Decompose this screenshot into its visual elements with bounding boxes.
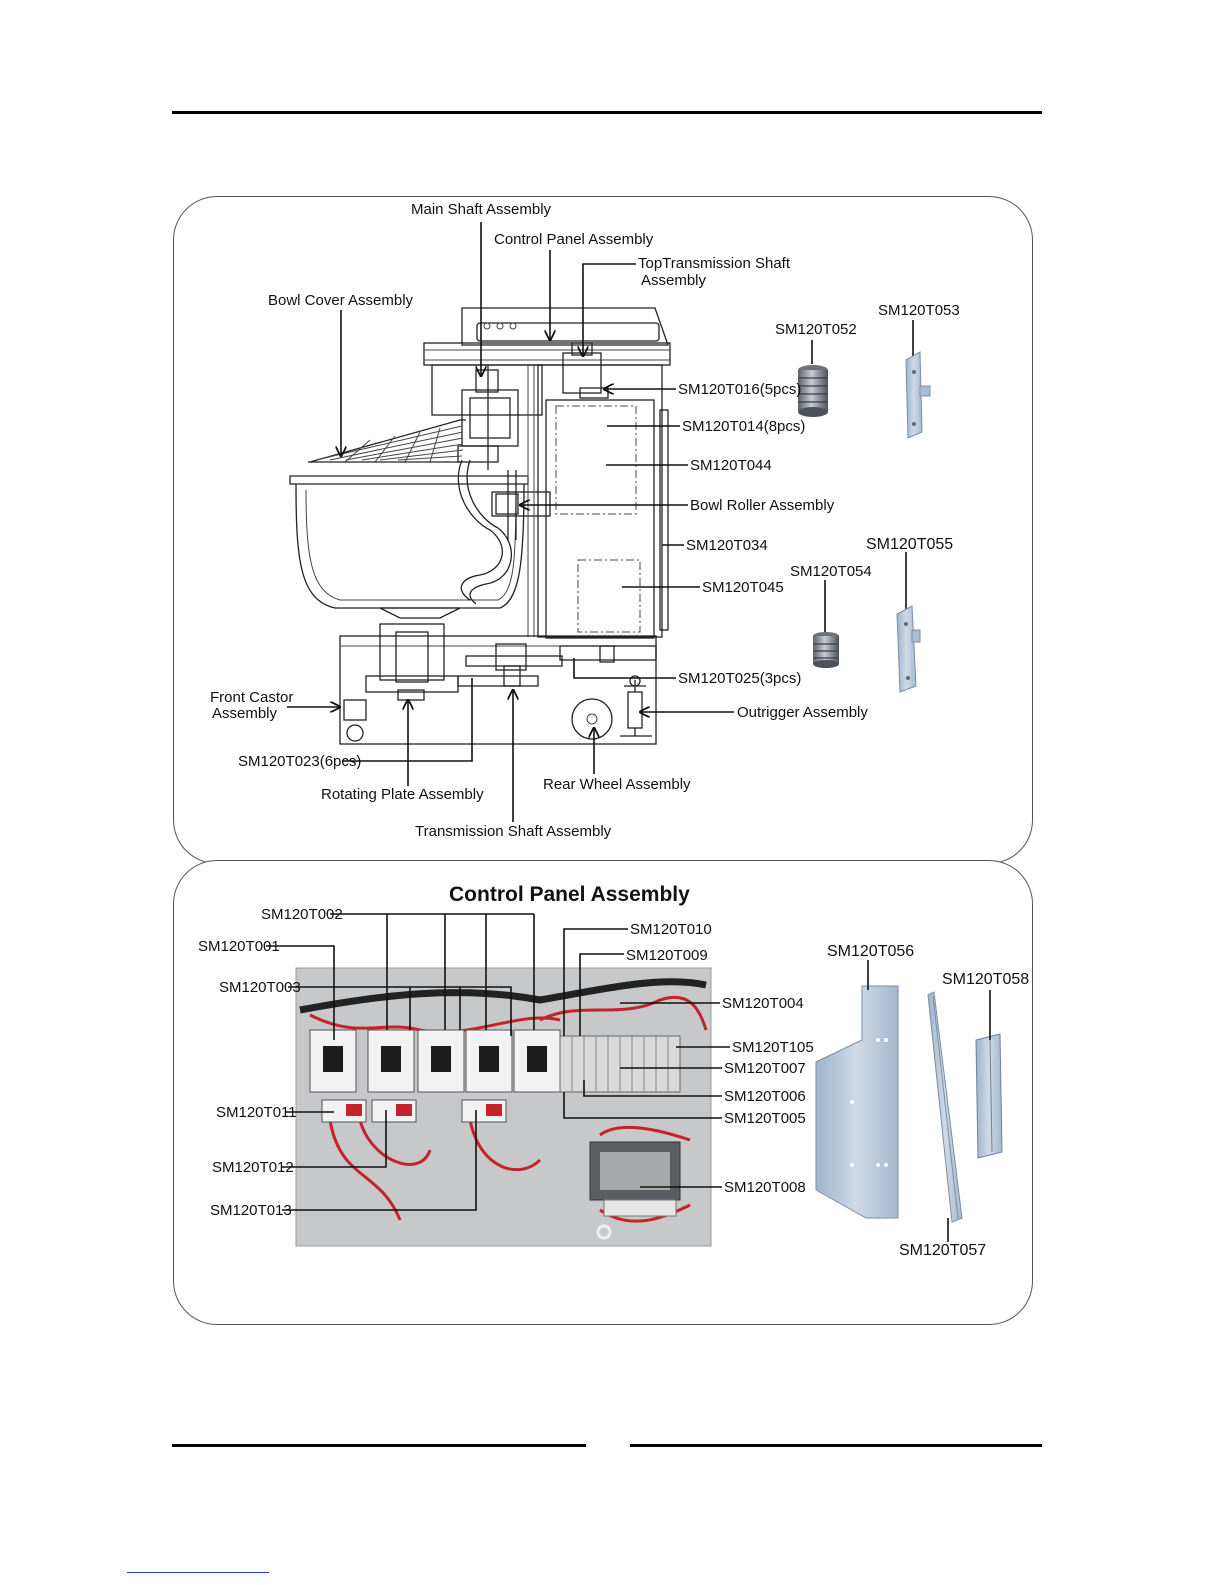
label-sm120t052: SM120T052 xyxy=(775,321,857,338)
t055-part xyxy=(896,605,921,693)
label-sm120t002: SM120T002 xyxy=(261,906,343,923)
label-sm120t006: SM120T006 xyxy=(724,1088,806,1105)
label-sm120t023: SM120T023(6pcs) xyxy=(238,753,361,770)
label-sm120t003: SM120T003 xyxy=(219,979,301,996)
label-sm120t004: SM120T004 xyxy=(722,995,804,1012)
label-sm120t013: SM120T013 xyxy=(210,1202,292,1219)
footer-rule-left xyxy=(172,1444,586,1447)
label-bowl-cover-assembly: Bowl Cover Assembly xyxy=(268,292,414,309)
label-sm120t053: SM120T053 xyxy=(878,302,960,319)
main-leaders xyxy=(287,222,914,822)
label-front-castor: Front Castor xyxy=(210,689,293,706)
label-top-transmission-assembly: Assembly xyxy=(641,272,707,289)
label-sm120t010: SM120T010 xyxy=(630,921,712,938)
t057-part xyxy=(927,991,963,1223)
t054-part xyxy=(813,632,839,668)
label-sm120t054: SM120T054 xyxy=(790,563,872,580)
label-sm120t014: SM120T014(8pcs) xyxy=(682,418,805,435)
label-front-castor-assembly: Assembly xyxy=(212,705,278,722)
control-panel-photo xyxy=(295,967,712,1247)
label-bowl-roller-assembly: Bowl Roller Assembly xyxy=(690,497,835,514)
footer-link-underline xyxy=(127,1572,269,1573)
header-rule xyxy=(172,111,1042,114)
label-sm120t016: SM120T016(5pcs) xyxy=(678,381,801,398)
label-rear-wheel-assembly: Rear Wheel Assembly xyxy=(543,776,691,793)
control-panel-leaders xyxy=(266,913,991,1242)
label-sm120t055: SM120T055 xyxy=(866,536,953,553)
control-panel-brackets xyxy=(815,985,1003,1223)
label-sm120t008: SM120T008 xyxy=(724,1179,806,1196)
label-sm120t057: SM120T057 xyxy=(899,1242,986,1259)
control-panel-title: Control Panel Assembly xyxy=(449,883,690,906)
label-sm120t011: SM120T011 xyxy=(216,1104,297,1121)
label-sm120t005: SM120T005 xyxy=(724,1110,806,1127)
label-sm120t009: SM120T009 xyxy=(626,947,708,964)
label-main-shaft-assembly: Main Shaft Assembly xyxy=(411,201,552,218)
label-sm120t045: SM120T045 xyxy=(702,579,784,596)
label-sm120t001: SM120T001 xyxy=(198,938,280,955)
label-rotating-plate-assembly: Rotating Plate Assembly xyxy=(321,786,484,803)
mixer-drawing xyxy=(289,307,671,745)
label-sm120t058: SM120T058 xyxy=(942,971,1029,988)
label-control-panel-assembly: Control Panel Assembly xyxy=(494,231,654,248)
label-sm120t012: SM120T012 xyxy=(212,1159,294,1176)
label-transmission-shaft-assembly: Transmission Shaft Assembly xyxy=(415,823,612,840)
t058-part xyxy=(975,1033,1003,1159)
label-sm120t105: SM120T105 xyxy=(732,1039,814,1056)
control-panel-labels: SM120T002 SM120T001 SM120T003 SM120T010 … xyxy=(198,906,1029,1259)
label-sm120t034: SM120T034 xyxy=(686,537,768,554)
loose-parts-main xyxy=(798,351,931,693)
label-top-transmission-shaft: TopTransmission Shaft xyxy=(638,255,791,272)
label-sm120t044: SM120T044 xyxy=(690,457,772,474)
t052-part xyxy=(798,365,828,417)
label-sm120t056: SM120T056 xyxy=(827,943,914,960)
label-sm120t007: SM120T007 xyxy=(724,1060,806,1077)
t056-part xyxy=(815,985,899,1219)
t053-part xyxy=(905,351,931,439)
label-outrigger-assembly: Outrigger Assembly xyxy=(737,704,868,721)
label-sm120t025: SM120T025(3pcs) xyxy=(678,670,801,687)
footer-rule-right xyxy=(630,1444,1042,1447)
main-labels: Main Shaft Assembly Control Panel Assemb… xyxy=(210,201,960,840)
